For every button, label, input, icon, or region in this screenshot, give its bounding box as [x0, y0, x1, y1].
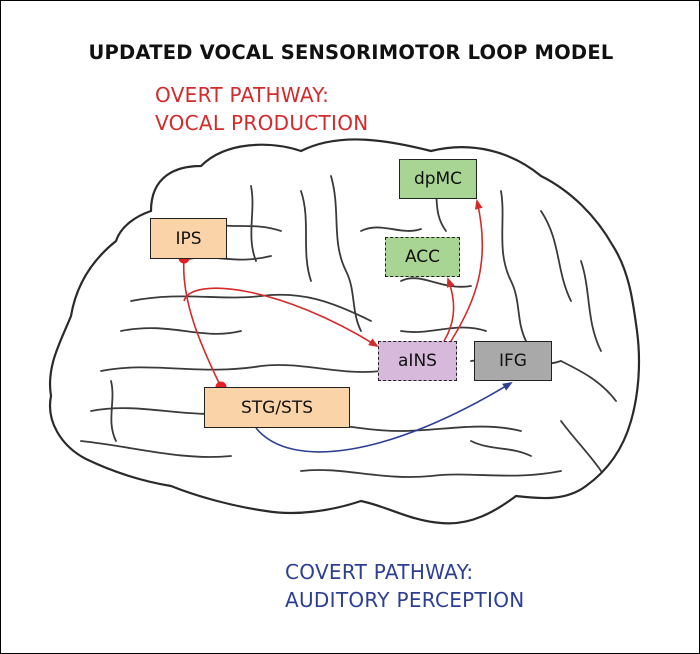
connection-stgsts-to-ifg	[255, 381, 513, 453]
connection-ips-to-stgsts	[182, 257, 222, 388]
region-stgsts: STG/STS	[204, 387, 350, 428]
covert-pathway-caption: COVERT PATHWAY: AUDITORY PERCEPTION	[285, 558, 525, 614]
brain-folds	[80, 170, 617, 478]
covert-pathway-line1: COVERT PATHWAY:	[285, 560, 474, 584]
overt-pathway-line1: OVERT PATHWAY:	[155, 83, 330, 107]
overt-pathway-caption: OVERT PATHWAY: VOCAL PRODUCTION	[155, 81, 369, 137]
region-acc: ACC	[385, 237, 460, 277]
brain-outline	[48, 138, 641, 525]
covert-pathway-line2: AUDITORY PERCEPTION	[285, 588, 525, 612]
overt-pathway-line2: VOCAL PRODUCTION	[155, 111, 369, 135]
region-ains: aINS	[378, 341, 457, 381]
diagram-title: UPDATED VOCAL SENSORIMOTOR LOOP MODEL	[88, 41, 614, 64]
connection-ains-to-dpmc	[450, 199, 484, 342]
pathway-connections	[182, 199, 513, 453]
region-ifg: IFG	[474, 341, 552, 381]
region-ips: IPS	[150, 218, 227, 259]
connection-ips-to-ains	[183, 287, 379, 348]
region-dpmc: dpMC	[399, 159, 477, 199]
connection-ains-to-acc	[443, 277, 455, 342]
